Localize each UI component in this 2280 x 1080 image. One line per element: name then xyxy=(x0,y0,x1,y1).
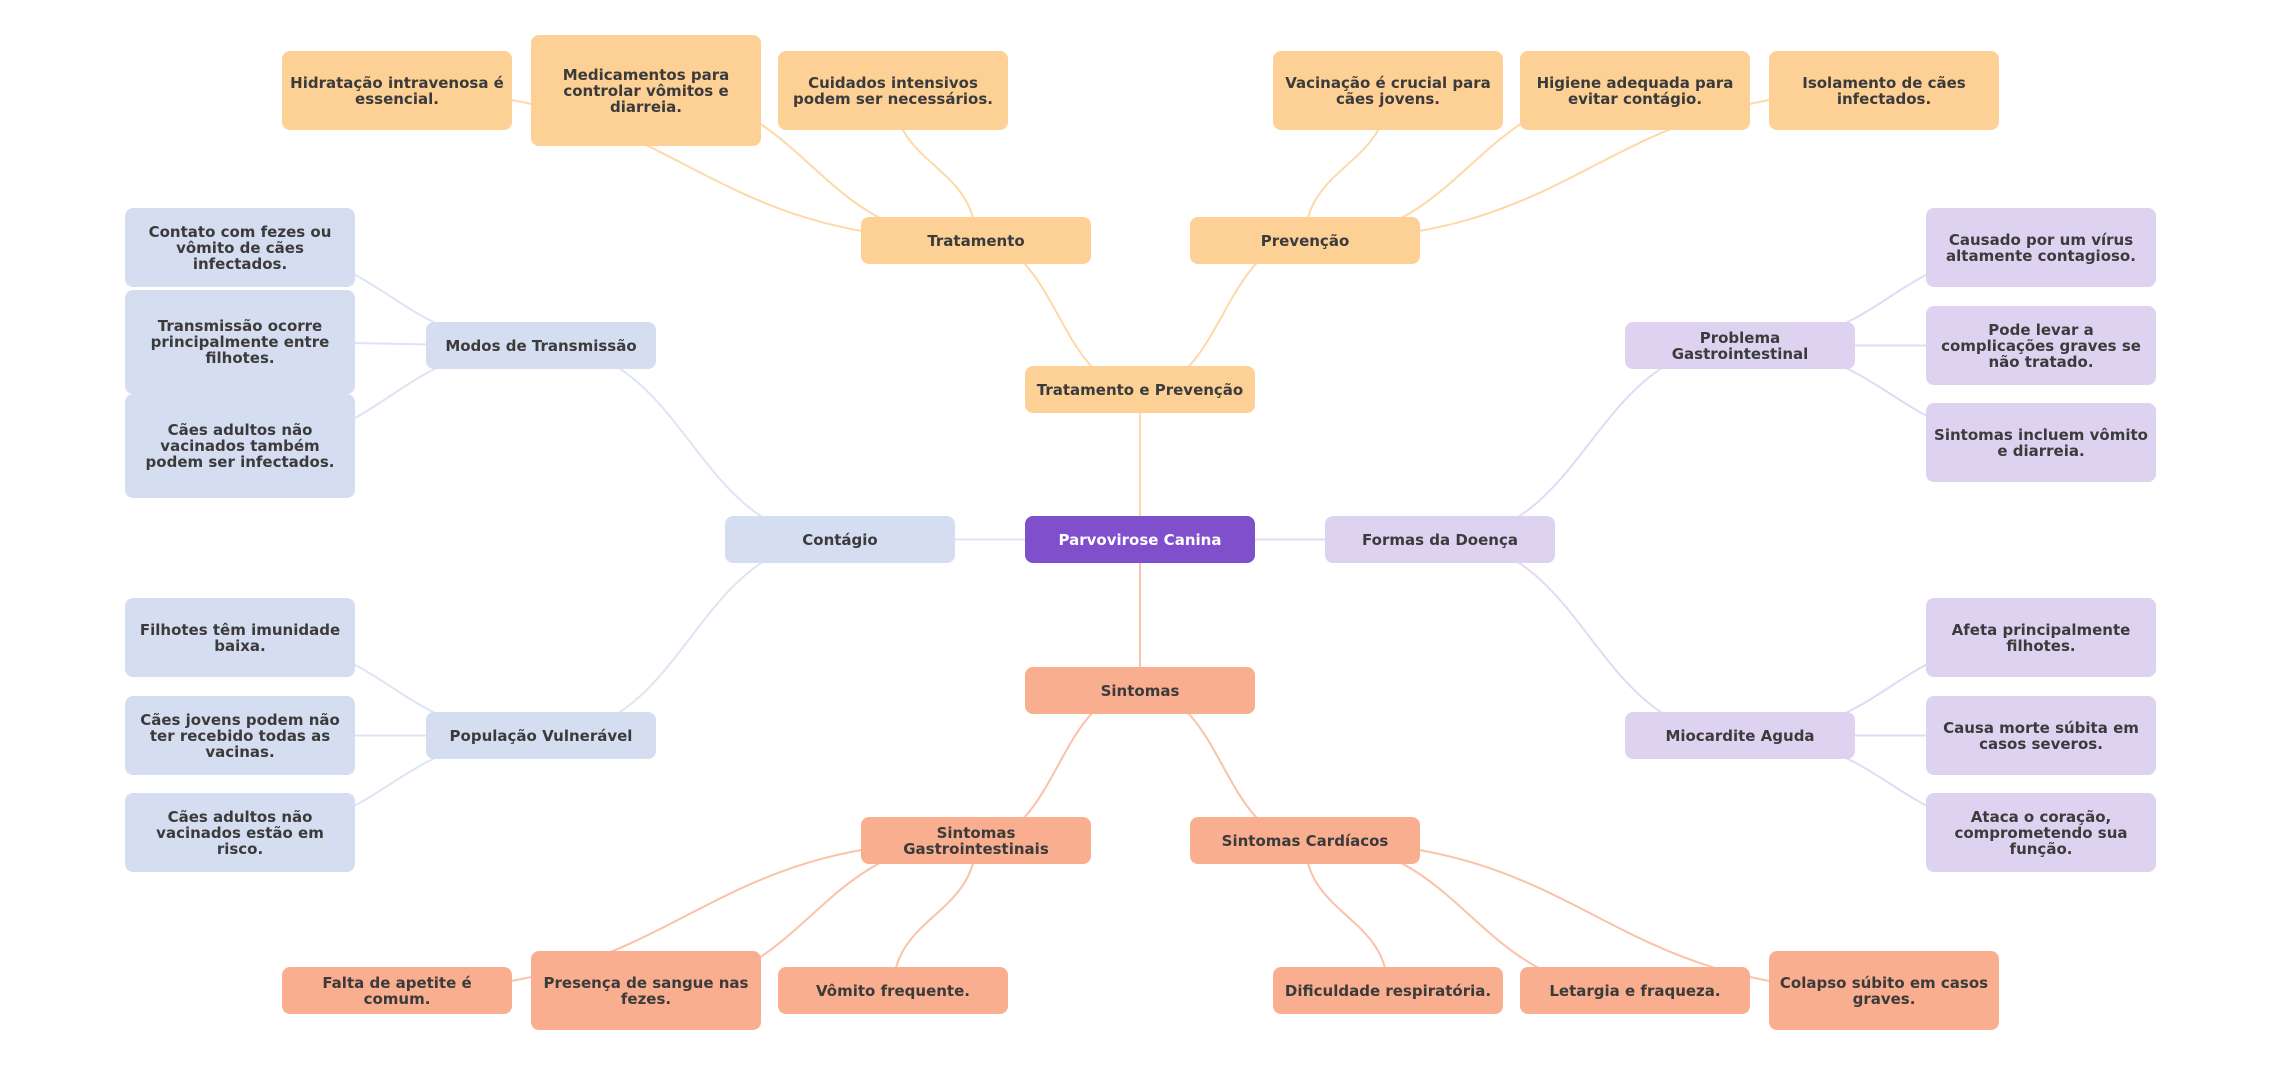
node-hidratacao-intravenosa-e-essencial[interactable]: Hidratação intravenosa é essencial. xyxy=(282,51,512,130)
node-label: Falta de apetite é comum. xyxy=(322,973,472,1008)
node-tratamento-e-prevencao[interactable]: Tratamento e Prevenção xyxy=(1025,366,1255,413)
node-sintomas-gastrointestinais[interactable]: Sintomas Gastrointestinais xyxy=(861,817,1091,864)
node-label: Vacinação é crucial para cães jovens. xyxy=(1285,73,1491,108)
node-sintomas-cardiacos[interactable]: Sintomas Cardíacos xyxy=(1190,817,1420,864)
node-label: Parvovirose Canina xyxy=(1058,530,1222,549)
node-populacao-vulneravel[interactable]: População Vulnerável xyxy=(426,712,656,759)
node-medicamentos-para-controlar-vomitos-e[interactable]: Medicamentos para controlar vômitos e di… xyxy=(531,35,761,146)
node-dificuldade-respiratoria[interactable]: Dificuldade respiratória. xyxy=(1273,967,1503,1014)
node-label: Prevenção xyxy=(1260,231,1350,250)
node-presenca-de-sangue-nas-fezes[interactable]: Presença de sangue nas fezes. xyxy=(531,951,761,1030)
edge-cont-pop xyxy=(540,538,841,737)
node-isolamento-de-caes-infectados[interactable]: Isolamento de cães infectados. xyxy=(1769,51,1999,130)
node-label: Cuidados intensivos podem ser necessário… xyxy=(793,73,993,108)
node-label: População Vulnerável xyxy=(449,726,633,745)
node-label: Vômito frequente. xyxy=(816,981,970,1000)
root-node[interactable]: Parvovirose Canina xyxy=(1025,516,1255,563)
node-label: Transmissão ocorre principalmente entre … xyxy=(150,317,330,367)
node-label: Higiene adequada para evitar contágio. xyxy=(1536,73,1734,108)
node-label: Hidratação intravenosa é essencial. xyxy=(290,73,504,108)
node-problema-gastrointestinal[interactable]: Problema Gastrointestinal xyxy=(1625,322,1855,369)
node-pode-levar-a-complicacoes-graves[interactable]: Pode levar a complicações graves se não … xyxy=(1926,306,2156,385)
node-ataca-o-coracao-comprometendo-sua[interactable]: Ataca o coração, comprometendo sua funçã… xyxy=(1926,793,2156,872)
node-label: Isolamento de cães infectados. xyxy=(1802,73,1966,108)
node-label: Cães adultos não vacinados também podem … xyxy=(145,421,335,471)
node-sintomas[interactable]: Sintomas xyxy=(1025,667,1255,714)
node-modos-de-transmissao[interactable]: Modos de Transmissão xyxy=(426,322,656,369)
node-contagio[interactable]: Contágio xyxy=(725,516,955,563)
node-prevencao[interactable]: Prevenção xyxy=(1190,217,1420,264)
node-label: Sintomas incluem vômito e diarreia. xyxy=(1934,425,2148,460)
node-higiene-adequada-para-evitar-contagio[interactable]: Higiene adequada para evitar contágio. xyxy=(1520,51,1750,130)
node-label: Colapso súbito em casos graves. xyxy=(1779,973,1989,1008)
node-label: Modos de Transmissão xyxy=(445,336,637,355)
node-label: Presença de sangue nas fezes. xyxy=(543,973,749,1008)
node-label: Contágio xyxy=(802,530,878,549)
node-label: Cães jovens podem não ter recebido todas… xyxy=(140,710,340,761)
node-label: Causa morte súbita em casos severos. xyxy=(1943,718,2139,753)
node-transmissao-ocorre-principalmente-entre-filhotes[interactable]: Transmissão ocorre principalmente entre … xyxy=(125,290,355,394)
node-label: Formas da Doença xyxy=(1362,530,1518,549)
node-label: Filhotes têm imunidade baixa. xyxy=(139,620,341,655)
node-causado-por-um-virus-altamente[interactable]: Causado por um vírus altamente contagios… xyxy=(1926,208,2156,287)
node-filhotes-tem-imunidade-baixa[interactable]: Filhotes têm imunidade baixa. xyxy=(125,598,355,677)
edge-formas-gastro xyxy=(1439,344,1741,541)
node-label: Sintomas Gastrointestinais xyxy=(903,823,1049,858)
node-falta-de-apetite-e-comum[interactable]: Falta de apetite é comum. xyxy=(282,967,512,1014)
edge-formas-mio xyxy=(1439,538,1741,737)
node-caes-adultos-nao-vacinados-tambem[interactable]: Cães adultos não vacinados também podem … xyxy=(125,394,355,498)
node-contato-com-fezes-ou-vomito[interactable]: Contato com fezes ou vômito de cães infe… xyxy=(125,208,355,287)
node-tratamento[interactable]: Tratamento xyxy=(861,217,1091,264)
edge-scard-scard1 xyxy=(1304,840,1389,991)
node-label: Contato com fezes ou vômito de cães infe… xyxy=(148,222,332,273)
node-label: Tratamento xyxy=(927,231,1025,250)
node-label: Letargia e fraqueza. xyxy=(1549,981,1721,1000)
node-sintomas-incluem-vomito-e-diarreia[interactable]: Sintomas incluem vômito e diarreia. xyxy=(1926,403,2156,482)
node-vacinacao-e-crucial-para-caes[interactable]: Vacinação é crucial para cães jovens. xyxy=(1273,51,1503,130)
edge-cont-modos xyxy=(540,344,841,541)
node-causa-morte-subita-em-casos[interactable]: Causa morte súbita em casos severos. xyxy=(1926,696,2156,775)
node-label: Pode levar a complicações graves se não … xyxy=(1941,320,2141,371)
node-vomito-frequente[interactable]: Vômito frequente. xyxy=(778,967,1008,1014)
node-afeta-principalmente-filhotes[interactable]: Afeta principalmente filhotes. xyxy=(1926,598,2156,677)
node-label: Tratamento e Prevenção xyxy=(1036,380,1244,399)
node-miocardite-aguda[interactable]: Miocardite Aguda xyxy=(1625,712,1855,759)
node-letargia-e-fraqueza[interactable]: Letargia e fraqueza. xyxy=(1520,967,1750,1014)
node-label: Medicamentos para controlar vômitos e di… xyxy=(562,65,730,116)
node-caes-jovens-podem-nao-ter[interactable]: Cães jovens podem não ter recebido todas… xyxy=(125,696,355,775)
node-label: Problema Gastrointestinal xyxy=(1671,328,1809,363)
node-label: Dificuldade respiratória. xyxy=(1284,981,1492,1000)
node-label: Cães adultos não vacinados estão em risc… xyxy=(156,807,324,858)
edge-sgi-sgi3 xyxy=(892,840,977,991)
node-label: Sintomas Cardíacos xyxy=(1221,831,1389,850)
node-formas-da-doenca[interactable]: Formas da Doença xyxy=(1325,516,1555,563)
node-label: Sintomas xyxy=(1100,681,1180,700)
node-label: Ataca o coração, comprometendo sua funçã… xyxy=(1954,807,2128,858)
node-label: Causado por um vírus altamente contagios… xyxy=(1946,230,2136,265)
node-label: Afeta principalmente filhotes. xyxy=(1951,620,2131,655)
node-cuidados-intensivos-podem-ser-necessarios[interactable]: Cuidados intensivos podem ser necessário… xyxy=(778,51,1008,130)
node-colapso-subito-em-casos-graves[interactable]: Colapso súbito em casos graves. xyxy=(1769,951,1999,1030)
node-label: Miocardite Aguda xyxy=(1665,726,1815,745)
node-caes-adultos-nao-vacinados-estao[interactable]: Cães adultos não vacinados estão em risc… xyxy=(125,793,355,872)
